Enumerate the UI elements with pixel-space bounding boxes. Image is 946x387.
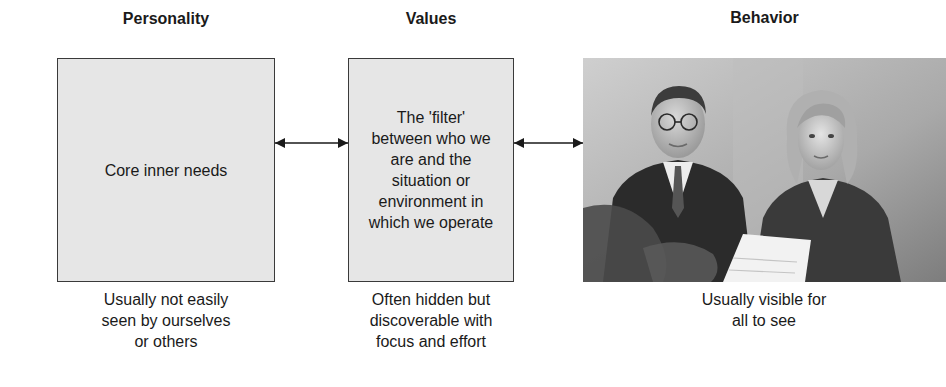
double-arrow bbox=[275, 142, 348, 144]
caption-text: Usually not easily seen by ourselves or … bbox=[96, 289, 236, 352]
box-text: The 'filter' between who we are and the … bbox=[365, 107, 497, 233]
caption-text: Usually visible for all to see bbox=[700, 289, 828, 331]
caption-text: Often hidden but discoverable with focus… bbox=[361, 289, 501, 352]
double-arrow bbox=[514, 142, 583, 144]
column-heading: Values bbox=[329, 9, 533, 29]
column-heading: Personality bbox=[38, 9, 294, 29]
photo-frame: Behavior bbox=[583, 58, 946, 282]
column-heading: Behavior bbox=[563, 8, 946, 28]
concept-box: ValuesThe 'filter' between who we are an… bbox=[348, 58, 514, 282]
box-text: Core inner needs bbox=[91, 160, 241, 181]
meeting-photo bbox=[583, 58, 946, 282]
concept-box: PersonalityCore inner needs bbox=[57, 58, 275, 282]
